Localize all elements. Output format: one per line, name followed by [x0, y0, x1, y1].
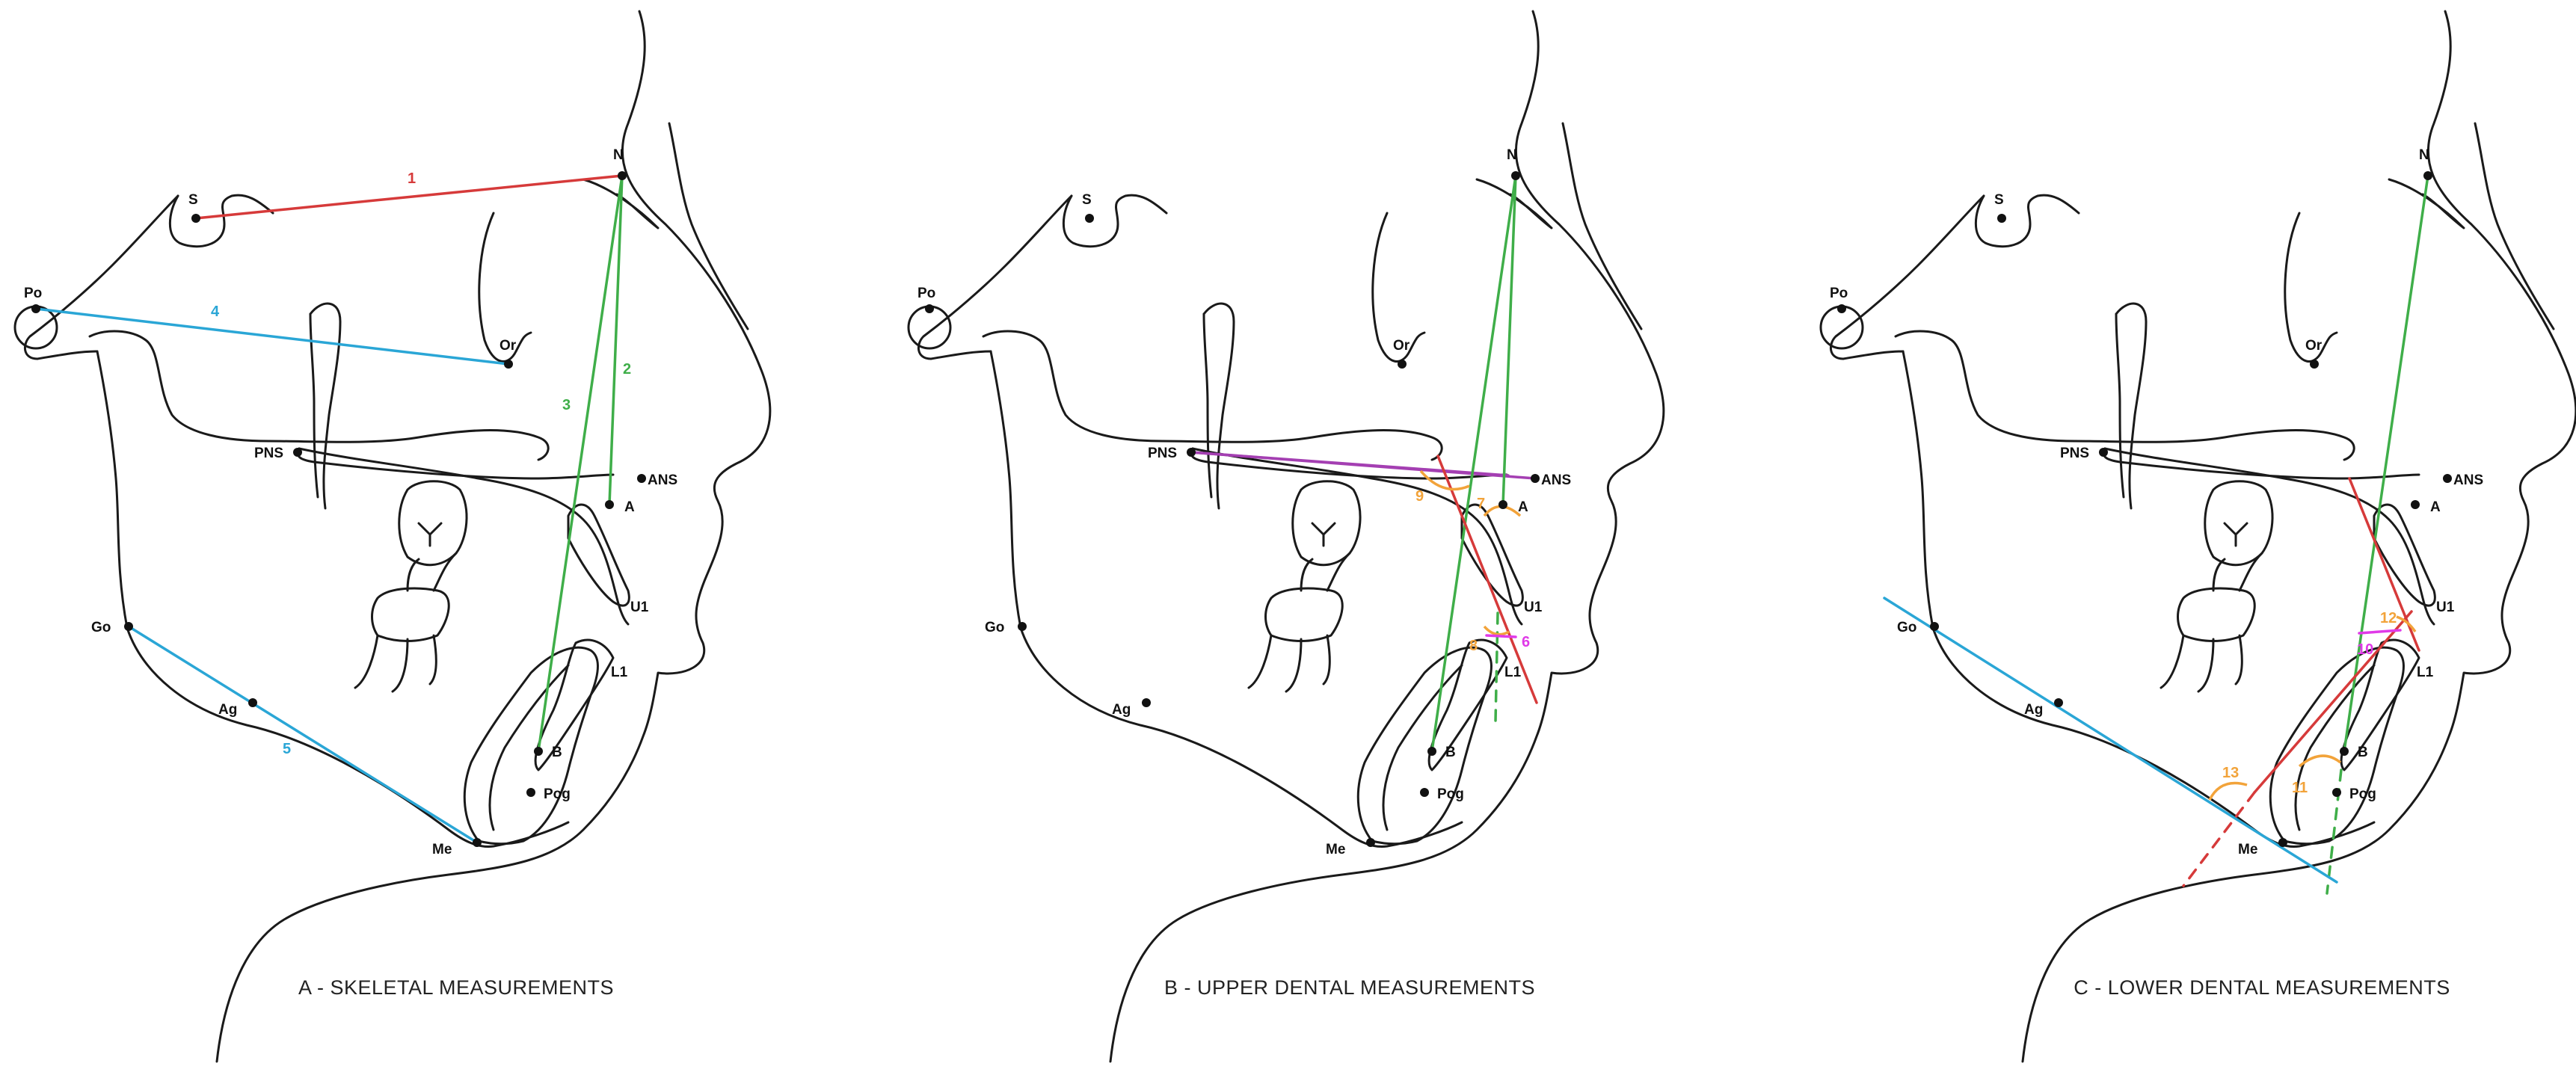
measure-label-10: 10 [2357, 641, 2373, 658]
landmark-L1: L1 [611, 665, 628, 680]
n-a-line [1501, 174, 1517, 506]
landmark-PNS: PNS [2060, 446, 2089, 461]
measure-label-9: 9 [1415, 488, 1424, 505]
n-b-extension [1494, 612, 1499, 723]
measure-label-6: 6 [1522, 634, 1530, 650]
landmark-ANS: ANS [2453, 472, 2483, 488]
landmark-Po: Po [24, 286, 42, 301]
landmark-Ag: Ag [218, 702, 237, 718]
landmark-Me: Me [432, 842, 452, 857]
measure-label-11: 11 [2292, 780, 2308, 796]
landmark-N: N [613, 147, 624, 163]
landmark-Go: Go [91, 620, 111, 635]
landmark-B: B [2358, 745, 2368, 760]
landmark-B: B [552, 745, 562, 760]
landmark-PNS: PNS [1148, 446, 1177, 461]
landmark-A: A [2430, 499, 2441, 515]
landmark-Or: Or [2305, 338, 2323, 354]
landmark-PNS: PNS [254, 446, 283, 461]
landmark-Pog: Pog [544, 786, 571, 802]
measure-line-1 [194, 174, 624, 220]
landmark-Or: Or [1393, 338, 1410, 354]
landmark-L1: L1 [2417, 665, 2434, 680]
landmark-Po: Po [917, 286, 935, 301]
measure-label-12: 12 [2380, 610, 2397, 626]
mandibular-plane-line [1883, 597, 2338, 884]
upper-palatal-line [1190, 451, 1510, 477]
landmark-A: A [624, 499, 635, 515]
landmark-U1: U1 [1524, 600, 1543, 615]
landmark-Po: Po [1830, 286, 1848, 301]
landmark-B: B [1445, 745, 1456, 760]
measure-label-7: 7 [1477, 496, 1485, 512]
measure-label-2: 2 [623, 361, 631, 378]
landmark-Ag: Ag [2024, 702, 2043, 718]
measure-line-5 [127, 625, 479, 844]
measure-line-6 [1485, 634, 1517, 638]
angle-arc-12 [2396, 615, 2417, 632]
measure-line-3 [537, 174, 624, 753]
landmark-ANS: ANS [648, 472, 677, 488]
landmark-S: S [1082, 192, 1092, 208]
landmark-Or: Or [499, 338, 517, 354]
panel-b: 9 7 8 6 S N Po Or PNS ANS A U1 L1 Go Ag … [907, 10, 1665, 1063]
landmark-ANS: ANS [1541, 472, 1571, 488]
landmarks-b: S N Po Or PNS ANS A U1 L1 Go Ag B Pog Me [917, 147, 1571, 857]
landmark-N: N [1507, 147, 1517, 163]
measure-label-13: 13 [2222, 765, 2239, 781]
landmark-L1: L1 [1504, 665, 1522, 680]
landmark-Go: Go [1897, 620, 1916, 635]
angle-arc-8 [1483, 625, 1510, 636]
n-b-line [1430, 174, 1517, 753]
landmark-Ag: Ag [1112, 702, 1131, 718]
landmark-N: N [2419, 147, 2429, 163]
measure-label-3: 3 [562, 397, 571, 413]
measure-line-4 [34, 307, 510, 366]
angle-arc-9 [1419, 469, 1470, 491]
angle-arc-13 [2208, 781, 2248, 801]
n-b-line [2343, 174, 2429, 753]
measure-line-2 [608, 174, 624, 506]
landmark-U1: U1 [630, 600, 649, 615]
panel-caption-c: C - LOWER DENTAL MEASUREMENTS [2074, 976, 2450, 999]
landmarks-c: S N Po Or PNS ANS A U1 L1 Go Ag B Pog Me [1830, 147, 2483, 857]
measure-label-4: 4 [211, 304, 220, 320]
landmarks-a: S N Po Or PNS ANS A U1 L1 Go Ag B Pog Me [24, 147, 677, 857]
landmark-Pog: Pog [1437, 786, 1464, 802]
landmark-S: S [188, 192, 198, 208]
panel-a: 1 2 3 4 5 S N Po Or PNS ANS A U1 L1 Go A… [13, 10, 772, 1063]
landmark-U1: U1 [2436, 600, 2455, 615]
landmark-Me: Me [2238, 842, 2257, 857]
landmark-Go: Go [985, 620, 1004, 635]
measure-line-10 [2358, 629, 2402, 635]
panel-c: 12 10 11 13 S N Po Or PNS ANS A U1 L1 Go… [1819, 10, 2576, 1063]
measure-label-1: 1 [408, 170, 416, 187]
panel-caption-a: A - SKELETAL MEASUREMENTS [298, 976, 614, 999]
panel-caption-b: B - UPPER DENTAL MEASUREMENTS [1164, 976, 1535, 999]
measure-label-5: 5 [283, 741, 291, 757]
landmark-Me: Me [1326, 842, 1345, 857]
lower-incisor-axis [2253, 610, 2413, 794]
landmark-Pog: Pog [2349, 786, 2376, 802]
lower-incisor-extension [2182, 791, 2256, 887]
measure-label-8: 8 [1469, 638, 1478, 654]
angle-arc-11 [2298, 754, 2342, 768]
upper-incisor-axis [1436, 455, 1538, 704]
landmark-A: A [1518, 499, 1528, 515]
landmark-S: S [1994, 192, 2004, 208]
n-b-extension [2326, 768, 2343, 895]
